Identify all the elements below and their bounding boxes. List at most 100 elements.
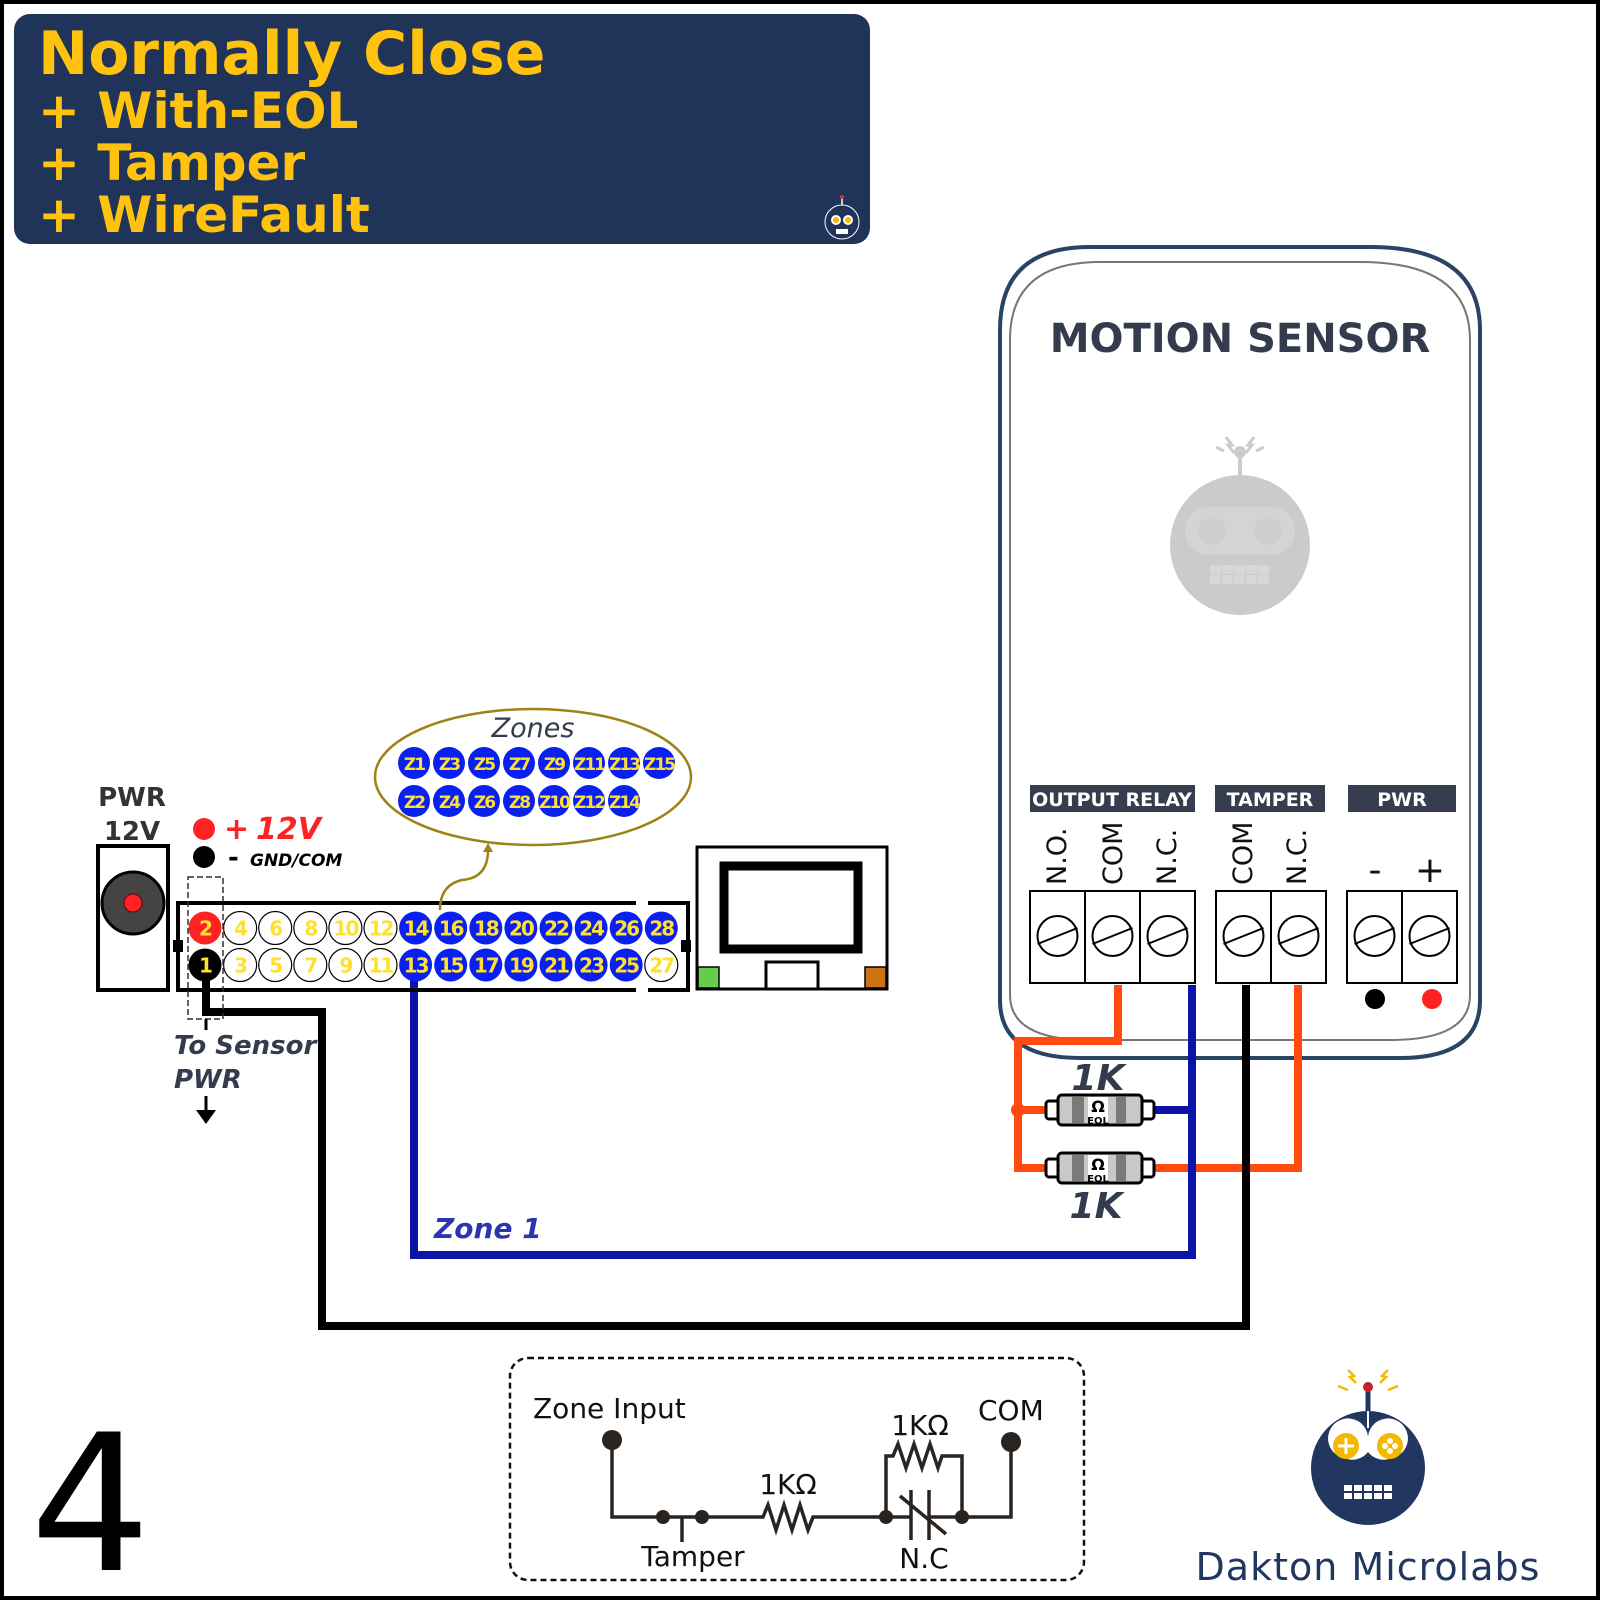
terminal-pin-number: 3 <box>234 954 247 978</box>
power-legend: + 12V - GND/COM <box>193 812 342 873</box>
brand-logo: Dakton Microlabs <box>1196 1369 1539 1589</box>
terminal-pin: 14 <box>399 911 433 945</box>
legend-positive-symbol: + <box>224 812 249 847</box>
terminal-pin: 20 <box>504 911 538 945</box>
zone-chip: Z13 <box>608 747 642 779</box>
zone-chip-label: Z9 <box>544 755 565 775</box>
terminal-pin: 15 <box>434 948 468 982</box>
terminal-pin: 13 <box>399 948 433 982</box>
sensor-title: MOTION SENSOR <box>1050 316 1431 362</box>
schematic-series-resistor: 1KΩ <box>759 1468 817 1501</box>
zone-chip: Z11 <box>573 747 607 779</box>
panel-display-module <box>695 845 889 991</box>
terminal-pin: 16 <box>434 911 468 945</box>
terminal-pin: 2 <box>188 911 222 945</box>
terminal-pin: 7 <box>293 947 328 983</box>
resistor-1-value: 1K <box>1072 1058 1128 1099</box>
zone-chip-label: Z7 <box>509 755 530 775</box>
zones-callout-title: Zones <box>491 713 575 744</box>
group-label-output-relay: OUTPUT RELAY <box>1032 789 1192 811</box>
to-sensor-pwr-line-1: To Sensor <box>174 1031 319 1061</box>
zone-chip-label: Z12 <box>574 793 605 813</box>
terminal-pin-number: 15 <box>439 954 464 978</box>
screw-terminal <box>1346 890 1403 984</box>
terminal-pin: 12 <box>363 910 398 946</box>
terminal-pin: 1 <box>188 948 222 982</box>
terminal-pin: 25 <box>609 948 643 982</box>
zone-chip: Z4 <box>433 785 465 817</box>
terminal-pin-number: 24 <box>579 917 604 941</box>
group-label-pwr: PWR <box>1377 789 1427 811</box>
schematic-zone-input: Zone Input <box>533 1392 686 1425</box>
zone-chip-label: Z11 <box>574 755 605 775</box>
terminal-pin-number: 21 <box>544 954 569 978</box>
legend-negative-label: GND/COM <box>250 851 342 871</box>
terminal-pin-number: 4 <box>234 917 247 941</box>
terminal-pin-number: 28 <box>649 917 674 941</box>
screw-terminal <box>1270 890 1327 984</box>
terminal-pin: 6 <box>258 910 293 946</box>
terminal-pin: 11 <box>363 947 398 983</box>
terminal-pin-number: 8 <box>304 917 317 941</box>
status-led-green <box>697 966 720 989</box>
terminal-pin-number: 16 <box>439 917 464 941</box>
zone-chip: Z1 <box>398 747 430 779</box>
zone-chip-label: Z5 <box>474 755 495 775</box>
terminal-pin: 9 <box>328 947 363 983</box>
terminal-pin: 18 <box>469 911 503 945</box>
legend-positive-label: 12V <box>256 812 324 847</box>
zone-chip: Z2 <box>398 785 430 817</box>
wire-eol-tamper-nc <box>1150 985 1302 1172</box>
terminal-pin-number: 19 <box>509 954 534 978</box>
robot-watermark-icon <box>1170 436 1310 615</box>
terminal-pin: 22 <box>539 911 573 945</box>
terminal-label-tamper-nc: N.C. <box>1282 829 1313 885</box>
terminal-pin: 5 <box>258 947 293 983</box>
zone-chip-label: Z6 <box>474 793 495 813</box>
terminal-pin: 23 <box>574 948 608 982</box>
schematic-parallel-resistor: 1KΩ <box>891 1409 949 1442</box>
eol-tag: EOL <box>1087 1116 1109 1127</box>
legend-negative-symbol: - <box>228 843 239 873</box>
arrow-down-icon <box>196 1096 216 1124</box>
wire-label-zone-1: Zone 1 <box>433 1212 542 1245</box>
zone-chip: Z15 <box>643 747 677 779</box>
negative-dot <box>193 846 215 868</box>
schematic-tamper: Tamper <box>640 1540 745 1573</box>
zone-chip-label: Z15 <box>644 755 675 775</box>
zone-chip: Z14 <box>608 785 643 817</box>
terminal-pin-number: 11 <box>369 954 394 978</box>
terminal-pin: 17 <box>469 948 503 982</box>
group-label-bg <box>1030 785 1195 812</box>
terminal-pin-number: 7 <box>304 954 317 978</box>
terminal-pin: 4 <box>223 910 258 946</box>
terminal-label-relay-com: COM <box>1098 822 1129 885</box>
terminal-pin-number: 13 <box>404 954 429 978</box>
group-label-bg <box>1215 785 1325 812</box>
screw-terminal-blocks <box>1029 890 1458 984</box>
schematic-inset: Zone Input COM 1KΩ 1KΩ Tamper N.C <box>508 1356 1086 1582</box>
title-line-3: + Tamper <box>38 134 306 192</box>
terminal-pin: 26 <box>609 911 643 945</box>
zone-chip: Z12 <box>573 785 607 817</box>
group-label-bg <box>1348 785 1456 812</box>
terminal-pin-number: 5 <box>269 954 282 978</box>
terminal-pin-number: 14 <box>404 917 429 941</box>
title-line-4: + WireFault <box>38 186 370 244</box>
zone-chip: Z3 <box>433 747 465 779</box>
zone-chip: Z7 <box>503 747 535 779</box>
motion-sensor: MOTION SENSOR OUTPUT RELAY TAMPER PWR N <box>998 245 1482 1060</box>
zone-chip-label: Z13 <box>609 755 640 775</box>
terminal-pin: 19 <box>504 948 538 982</box>
terminal-pin: 10 <box>328 910 363 946</box>
terminal-label-tamper-com: COM <box>1228 822 1259 885</box>
terminal-label-pwr-plus: + <box>1415 850 1445 891</box>
page-number: 4 <box>30 1394 151 1600</box>
screw-terminal <box>1215 890 1272 984</box>
screw-terminal <box>1139 890 1196 984</box>
positive-dot <box>193 818 215 840</box>
